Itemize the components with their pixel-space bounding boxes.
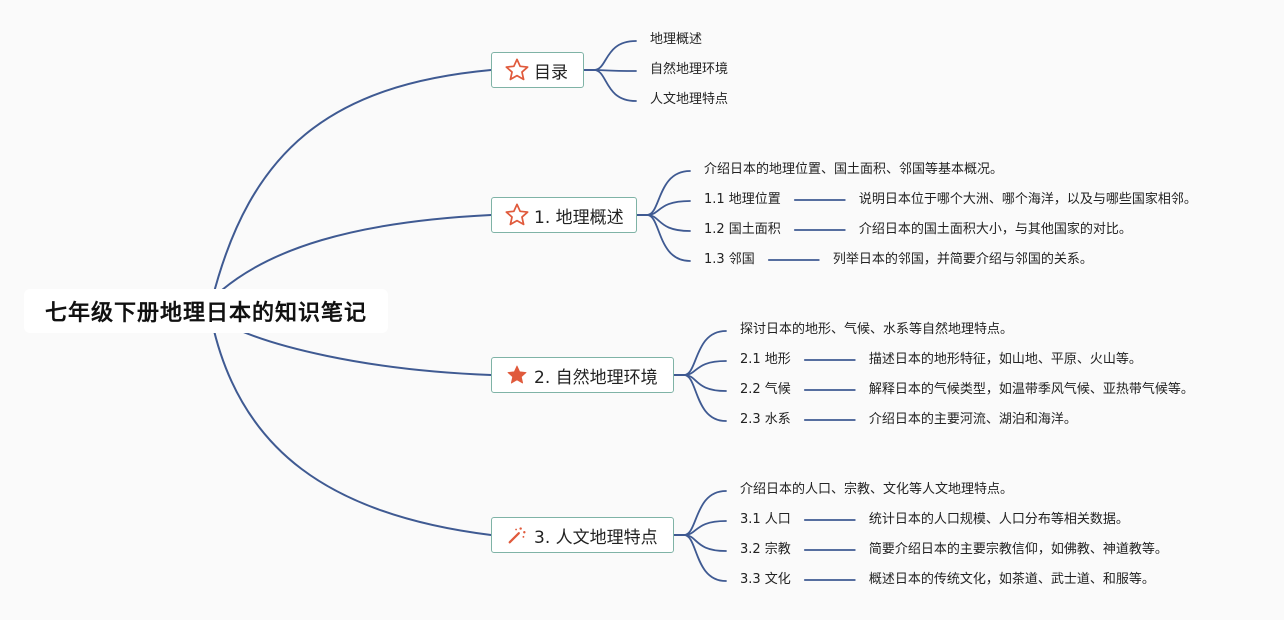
topic-1[interactable]: 目录 (491, 52, 584, 88)
topic-label: 1. 地理概述 (534, 207, 624, 228)
detail-3-3[interactable]: 解释日本的气候类型，如温带季风气候、亚热带气候等。 (868, 382, 1194, 397)
connector-line (673, 374, 727, 422)
connector-line (583, 40, 637, 71)
subtopic-3-2[interactable]: 2.1 地形 (740, 352, 791, 367)
connector-line (673, 360, 727, 376)
detail-2-2[interactable]: 说明日本位于哪个大洲、哪个海洋，以及与哪些国家相邻。 (858, 192, 1197, 207)
topic-label: 目录 (534, 62, 568, 83)
topic-label: 2. 自然地理环境 (534, 367, 658, 388)
connector-line (211, 69, 492, 301)
subtopic-2-1[interactable]: 介绍日本的地理位置、国土面积、邻国等基本概况。 (704, 162, 1004, 177)
topic-4[interactable]: 3. 人文地理特点 (491, 517, 674, 553)
subtopic-1-1[interactable]: 地理概述 (650, 32, 703, 47)
subtopic-3-4[interactable]: 2.3 水系 (740, 412, 791, 427)
star-filled-icon (504, 362, 530, 388)
subtopic-4-3[interactable]: 3.2 宗教 (740, 542, 791, 557)
detail-3-4[interactable]: 介绍日本的主要河流、湖泊和海洋。 (868, 412, 1077, 427)
subtopic-4-1[interactable]: 介绍日本的人口、宗教、文化等人文地理特点。 (740, 482, 1014, 497)
detail-4-4[interactable]: 概述日本的传统文化，如茶道、武士道、和服等。 (868, 572, 1155, 587)
topic-3[interactable]: 2. 自然地理环境 (491, 357, 674, 393)
connector-line (673, 374, 727, 392)
connector-line (673, 534, 727, 582)
topic-label: 3. 人文地理特点 (534, 527, 658, 548)
detail-4-3[interactable]: 简要介绍日本的主要宗教信仰，如佛教、神道教等。 (868, 542, 1168, 557)
subtopic-1-2[interactable]: 自然地理环境 (650, 62, 729, 77)
subtopic-2-3[interactable]: 1.2 国土面积 (704, 222, 781, 237)
subtopic-4-4[interactable]: 3.3 文化 (740, 572, 791, 587)
subtopic-2-2[interactable]: 1.1 地理位置 (704, 192, 781, 207)
detail-4-2[interactable]: 统计日本的人口规模、人口分布等相关数据。 (868, 512, 1129, 527)
root-topic[interactable]: 七年级下册地理日本的知识笔记 (24, 289, 388, 333)
subtopic-4-2[interactable]: 3.1 人口 (740, 512, 791, 527)
detail-3-2[interactable]: 描述日本的地形特征，如山地、平原、火山等。 (868, 352, 1142, 367)
subtopic-3-3[interactable]: 2.2 气候 (740, 382, 791, 397)
connector-line (211, 321, 492, 536)
star-outline-icon (504, 202, 530, 228)
connector-line (636, 214, 691, 262)
magic-wand-icon (504, 522, 530, 548)
connector-line (636, 200, 691, 216)
connector-line (583, 69, 637, 102)
connector-line (231, 326, 492, 376)
connector-line (221, 214, 492, 291)
topic-2[interactable]: 1. 地理概述 (491, 197, 637, 233)
detail-2-4[interactable]: 列举日本的邻国，并简要介绍与邻国的关系。 (832, 252, 1093, 267)
connector-line (673, 534, 727, 552)
subtopic-2-4[interactable]: 1.3 邻国 (704, 252, 755, 267)
star-outline-icon (504, 57, 530, 83)
subtopic-3-1[interactable]: 探讨日本的地形、气候、水系等自然地理特点。 (740, 322, 1014, 337)
connector-line (673, 520, 727, 536)
connector-line (636, 214, 691, 232)
connector-line (636, 170, 691, 216)
connector-line (673, 330, 727, 376)
detail-2-3[interactable]: 介绍日本的国土面积大小，与其他国家的对比。 (858, 222, 1132, 237)
connector-line (673, 490, 727, 536)
subtopic-1-3[interactable]: 人文地理特点 (650, 92, 729, 107)
root-title: 七年级下册地理日本的知识笔记 (44, 301, 367, 326)
